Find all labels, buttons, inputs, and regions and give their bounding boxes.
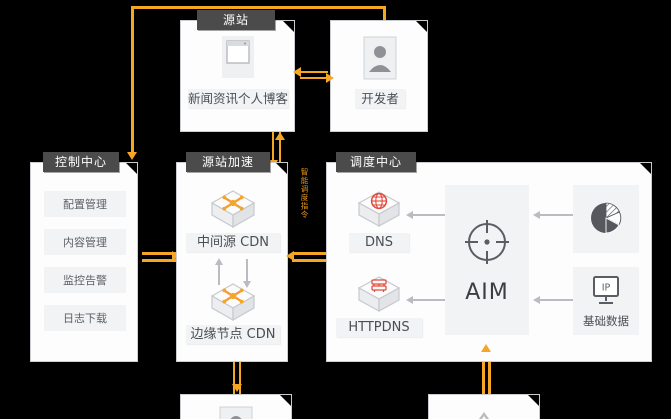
connector-dispatch-to-accel-a [292, 252, 332, 255]
panel-header-origin: 源站 [197, 10, 275, 30]
pie-chart-icon [586, 198, 626, 241]
connector-accel-down-b [239, 362, 241, 394]
arrow-edge-to-mid [215, 258, 223, 265]
cube-httpdns-icon [355, 273, 403, 315]
arrow-developer-to-origin [293, 67, 301, 77]
arrow-aim-to-dns [406, 211, 413, 219]
connector-origin-up [279, 132, 281, 164]
connector-control-downfeed [131, 6, 134, 156]
connector-mid-to-edge [246, 259, 248, 283]
ip-monitor-icon: IP [588, 274, 624, 311]
panel-header-origin-accel: 源站加速 [186, 152, 270, 172]
cell-label-base-data: 基础数据 [583, 313, 629, 328]
connector-aim-to-httpdns [413, 299, 445, 301]
arrow-mid-to-edge [243, 281, 251, 288]
panel-header-control-center: 控制中心 [43, 152, 119, 172]
cell-content-management[interactable]: 内容管理 [44, 229, 126, 255]
arrow-pie-to-aim [533, 211, 540, 219]
panel-control-center: 配置管理 内容管理 监控告警 日志下载 [30, 162, 138, 362]
cell-label-developer-0: 开发者 [355, 89, 405, 108]
connector-pie-to-aim [539, 214, 573, 216]
panel-origin-accel: 中间源 CDN 边缘节点 CDN [176, 162, 288, 362]
arrow-bottom-to-dispatch [481, 344, 491, 352]
connector-developer-riser [383, 6, 386, 20]
chevron-up-icon [462, 403, 506, 419]
panel-developer: 开发者 [330, 20, 428, 132]
connector-bottom-to-dispatch-b [488, 362, 491, 400]
user-badge-icon [360, 34, 400, 82]
cell-config-management[interactable]: 配置管理 [44, 191, 126, 217]
connector-vertical-label: 智能调度指令 [300, 168, 309, 219]
cell-monitor-alert[interactable]: 监控告警 [44, 267, 126, 293]
cell-label-dns: DNS [349, 233, 409, 252]
arrow-accel-to-bottom [232, 384, 242, 392]
arrow-dispatch-to-accel [286, 251, 294, 261]
connector-edge-to-mid [218, 261, 220, 285]
connector-aim-to-dns [413, 214, 445, 216]
arrow-origin-to-developer [326, 73, 334, 83]
panel-dispatch-center: DNS HTTPDNS [326, 162, 652, 362]
cube-dns-icon [355, 188, 403, 230]
user-badge-icon [214, 403, 258, 419]
connector-accel-down-a [233, 362, 235, 394]
connector-basedata-to-aim [539, 299, 573, 301]
connector-bottom-to-dispatch-a [482, 362, 485, 400]
cube-network-icon [209, 188, 257, 230]
arrow-aim-to-httpdns [406, 296, 413, 304]
panel-bottom-left-partial [180, 394, 292, 419]
panel-origin: 新闻资讯个人博客 [180, 20, 295, 132]
window-icon [218, 33, 258, 81]
crosshair-icon [461, 216, 513, 272]
svg-text:IP: IP [602, 282, 611, 293]
connector-control-to-accel-a [142, 252, 176, 255]
cell-log-download[interactable]: 日志下载 [44, 305, 126, 331]
cube-network-icon [209, 281, 257, 323]
cell-label-aim: AIM [465, 279, 509, 305]
cell-aim[interactable]: AIM [445, 185, 529, 335]
cell-label-origin-0: 新闻资讯个人博客 [188, 89, 289, 108]
connector-control-to-accel-b [142, 259, 176, 262]
connector-origin-down [272, 132, 274, 164]
arrow-into-control-center [127, 152, 137, 160]
connector-origin-developer-b [300, 77, 328, 79]
cell-label-mid-origin-cdn: 中间源 CDN [186, 233, 280, 252]
cell-pie-chart[interactable] [573, 185, 639, 253]
cell-base-data[interactable]: IP 基础数据 [573, 267, 639, 335]
arrow-accel-to-origin [275, 132, 285, 140]
panel-bottom-right-partial [428, 394, 540, 419]
cell-label-httpdns: HTTPDNS [336, 318, 422, 337]
connector-developer-to-control-top [131, 6, 386, 9]
panel-header-dispatch-center: 调度中心 [336, 152, 416, 172]
connector-origin-developer-a [300, 71, 328, 73]
connector-dispatch-to-accel-b [292, 259, 332, 262]
arrow-basedata-to-aim [533, 296, 540, 304]
cell-label-edge-node-cdn: 边缘节点 CDN [186, 325, 280, 344]
